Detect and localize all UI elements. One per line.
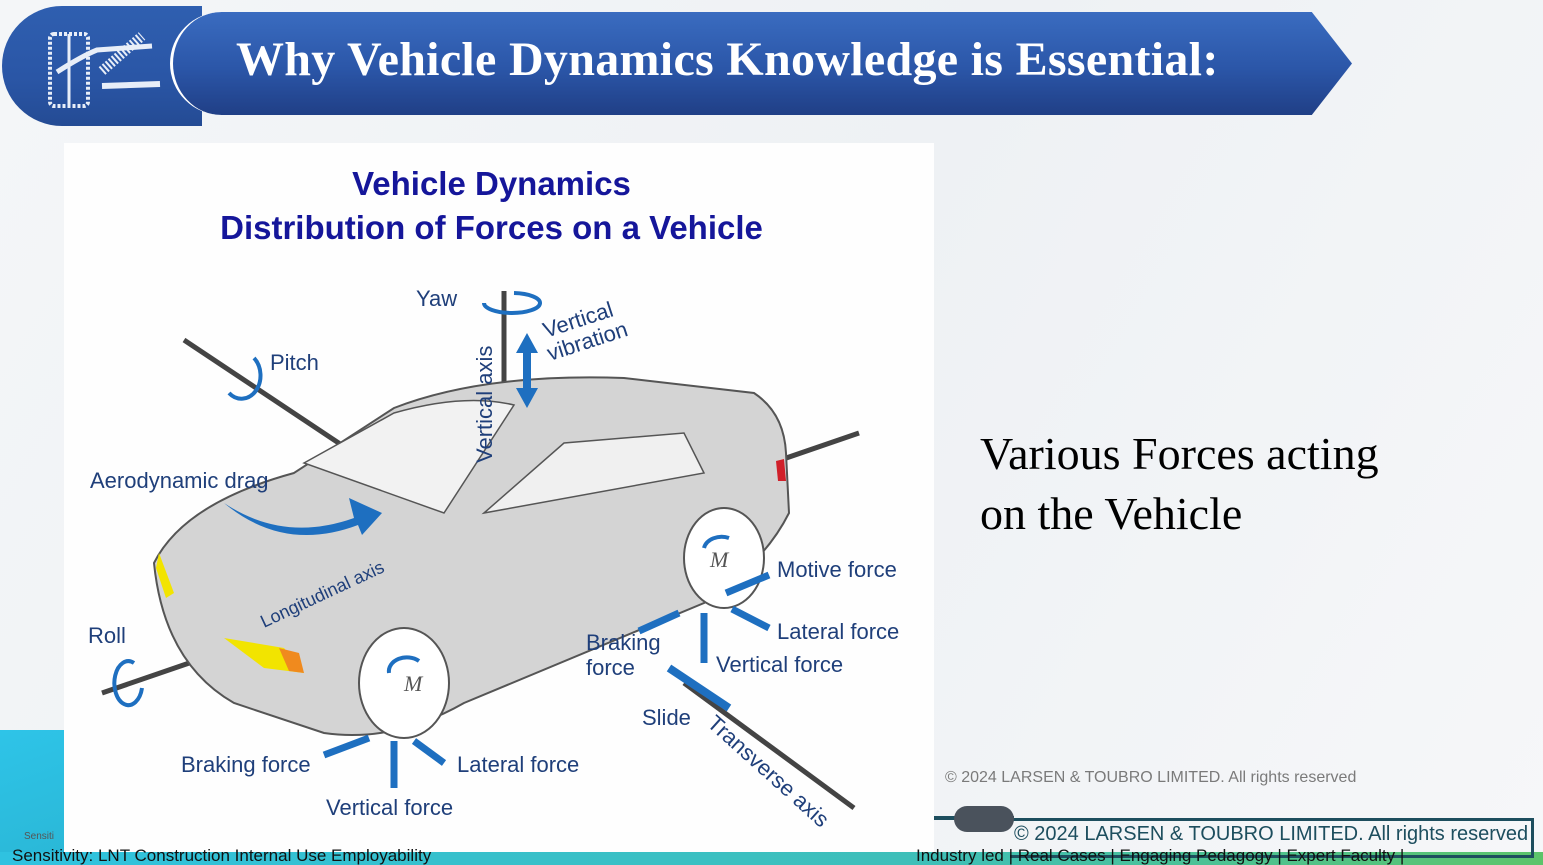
pitch-rotation-icon (227, 356, 263, 401)
braking-force-front-arrow (322, 734, 371, 759)
plug-icon (954, 806, 1014, 832)
car-windshield (302, 399, 516, 514)
vehicle-dynamics-diagram: Vehicle Dynamics Distribution of Forces … (64, 143, 934, 855)
aerodynamic-drag-arrow (224, 498, 382, 536)
label-moment-rear: M (709, 547, 730, 572)
label-vertical-axis: Vertical axis (472, 346, 497, 463)
roll-rotation-icon (112, 659, 144, 708)
label-braking-rear-1: Braking (586, 630, 661, 655)
caption-line-1: Various Forces acting (980, 428, 1379, 479)
yaw-rotation-icon (482, 291, 542, 315)
page-title: Why Vehicle Dynamics Knowledge is Essent… (236, 33, 1219, 86)
lateral-force-front-arrow (411, 738, 447, 766)
vertical-vibration-arrow (516, 333, 538, 408)
slide-caption: Various Forces acting on the Vehicle (980, 424, 1379, 544)
label-slide: Slide (642, 705, 691, 730)
label-motive-force: Motive force (777, 557, 897, 582)
label-braking-force-front: Braking force (181, 752, 311, 777)
label-vertical-force-rear: Vertical force (716, 652, 843, 677)
indicator-light (279, 648, 304, 673)
headlight-left (156, 553, 174, 598)
motive-force-arrow (724, 571, 771, 597)
label-aerodynamic-drag: Aerodynamic drag (90, 468, 269, 493)
braking-force-rear-arrow (637, 609, 681, 635)
sensitivity-small-label: Sensiti (24, 831, 55, 842)
label-transverse-axis: Transverse axis (703, 710, 835, 832)
label-yaw: Yaw (416, 286, 457, 311)
footer-tagline: Industry led | Real Cases | Engaging Ped… (916, 846, 1405, 865)
moment-rear-icon (702, 534, 730, 549)
label-lateral-force-front: Lateral force (457, 752, 579, 777)
car-side-window (481, 432, 706, 515)
decorative-teal-shape (0, 730, 64, 865)
slide-arrow (666, 664, 732, 712)
label-vertical-force-front: Vertical force (326, 795, 453, 820)
label-roll: Roll (88, 623, 126, 648)
label-moment-front: M (403, 671, 424, 696)
label-lateral-force-rear: Lateral force (777, 619, 899, 644)
logo-panel (2, 6, 202, 126)
label-pitch: Pitch (270, 350, 319, 375)
sensitivity-label: Sensitivity: LNT Construction Internal U… (12, 846, 432, 865)
watermark: © 2024 LARSEN & TOUBRO LIMITED. All righ… (945, 769, 1357, 786)
caption-line-2: on the Vehicle (980, 488, 1243, 539)
footer-copyright: © 2024 LARSEN & TOUBRO LIMITED. All righ… (1014, 823, 1529, 845)
headlight-front (224, 638, 304, 673)
lateral-force-rear-arrow (730, 605, 771, 632)
suspension-wheel-icon (48, 32, 161, 108)
transverse-axis-line (682, 680, 856, 811)
tail-light (776, 459, 786, 481)
label-braking-rear-2: force (586, 655, 635, 680)
footer-box (1010, 818, 1534, 858)
diagram-subtitle: Distribution of Forces on a Vehicle (220, 209, 763, 246)
title-banner (170, 12, 1352, 115)
diagram-title: Vehicle Dynamics (352, 165, 631, 202)
front-wheel (358, 627, 450, 739)
moment-front-icon (386, 655, 421, 674)
